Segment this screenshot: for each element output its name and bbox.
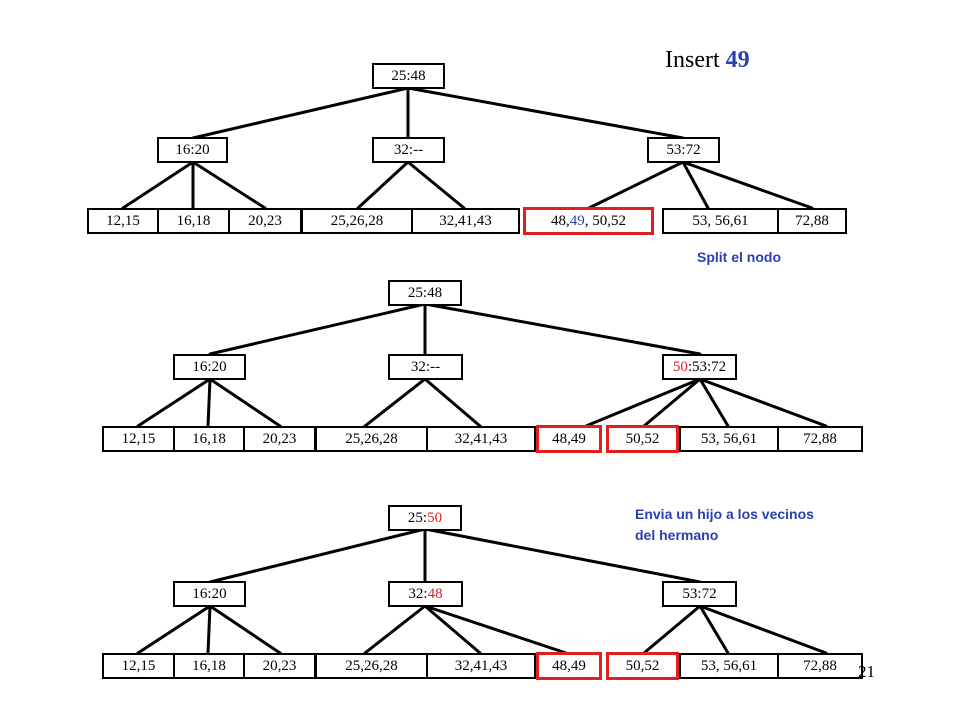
edge bbox=[698, 604, 730, 655]
d3-mid-node-1: 16:20 bbox=[173, 581, 246, 607]
d1-leaf-overflow: 48,49, 50,52 bbox=[523, 207, 654, 235]
d1-leaf-4: 25,26,28 bbox=[301, 208, 413, 234]
d3-leaf-4: 25,26,28 bbox=[315, 653, 428, 679]
d1-leaf-1: 12,15 bbox=[87, 208, 159, 234]
edge bbox=[208, 302, 427, 356]
edge bbox=[681, 160, 814, 210]
d1-leaf-7: 72,88 bbox=[777, 208, 847, 234]
d1-mid-node-3: 53:72 bbox=[647, 137, 720, 163]
insert-value: 49 bbox=[725, 47, 750, 73]
edge bbox=[208, 377, 282, 428]
d2-leaf-split-left: 48,49 bbox=[536, 425, 602, 453]
d2-leaf-2: 16,18 bbox=[173, 426, 245, 452]
d2-mid-node-1: 16:20 bbox=[173, 354, 246, 380]
edge bbox=[423, 377, 482, 428]
d3-leaf-5: 32,41,43 bbox=[426, 653, 536, 679]
d2-leaf-split-right: 50,52 bbox=[606, 425, 679, 453]
d2-leaf-3: 20,23 bbox=[243, 426, 316, 452]
d3-root-node: 25:50 bbox=[388, 505, 462, 531]
d1-leaf-2: 16,18 bbox=[157, 208, 230, 234]
edge bbox=[191, 86, 410, 140]
d1-leaf-3: 20,23 bbox=[228, 208, 302, 234]
d3-mid-node-2: 32:48 bbox=[388, 581, 463, 607]
edge bbox=[423, 604, 568, 655]
d2-leaf-1: 12,15 bbox=[102, 426, 175, 452]
edge bbox=[136, 377, 212, 428]
edge bbox=[406, 160, 466, 210]
d3-leaf-moved-left: 48,49 bbox=[536, 652, 602, 680]
edge bbox=[698, 377, 730, 428]
d1-root-node: 25:48 bbox=[372, 63, 445, 89]
edge bbox=[363, 377, 427, 428]
edge bbox=[191, 160, 267, 210]
edge bbox=[406, 86, 685, 140]
edge bbox=[584, 377, 702, 428]
edge bbox=[356, 160, 410, 210]
d3-leaf-3: 20,23 bbox=[243, 653, 316, 679]
d2-leaf-8: 53, 56,61 bbox=[679, 426, 779, 452]
d3-leaf-2: 16,18 bbox=[173, 653, 245, 679]
d3-leaf-8: 53, 56,61 bbox=[679, 653, 779, 679]
edge bbox=[587, 160, 685, 210]
d3-leaf-9: 72,88 bbox=[777, 653, 863, 679]
d2-leaf-9: 72,88 bbox=[777, 426, 863, 452]
edge bbox=[136, 604, 212, 655]
edge bbox=[206, 604, 212, 655]
d2-leaf-5: 32,41,43 bbox=[426, 426, 536, 452]
edge bbox=[208, 604, 282, 655]
d3-leaf-moved-right: 50,52 bbox=[606, 652, 679, 680]
edge bbox=[363, 604, 427, 655]
d1-leaf-6: 53, 56,61 bbox=[662, 208, 779, 234]
d2-leaf-4: 25,26,28 bbox=[315, 426, 428, 452]
d1-mid-node-1: 16:20 bbox=[157, 137, 228, 163]
page-number: 21 bbox=[858, 662, 875, 681]
edge bbox=[698, 377, 828, 428]
d2-mid-node-3: 50:53:72 bbox=[662, 354, 737, 380]
note-split: Split el nodo bbox=[697, 249, 781, 265]
d3-mid-node-3: 53:72 bbox=[662, 581, 737, 607]
edge bbox=[698, 604, 828, 655]
edge bbox=[642, 604, 702, 655]
slide-title: Insert 49 bbox=[665, 47, 750, 73]
edge bbox=[642, 377, 702, 428]
edge bbox=[423, 302, 702, 356]
edge bbox=[206, 377, 212, 428]
d1-leaf-5: 32,41,43 bbox=[411, 208, 520, 234]
edge bbox=[121, 160, 195, 210]
d3-leaf-1: 12,15 bbox=[102, 653, 175, 679]
edge bbox=[681, 160, 710, 210]
edge bbox=[208, 527, 427, 584]
edge bbox=[423, 604, 482, 655]
d2-mid-node-2: 32:-- bbox=[388, 354, 463, 380]
edge bbox=[423, 527, 702, 584]
d1-mid-node-2: 32:-- bbox=[372, 137, 445, 163]
d2-root-node: 25:48 bbox=[388, 280, 462, 306]
